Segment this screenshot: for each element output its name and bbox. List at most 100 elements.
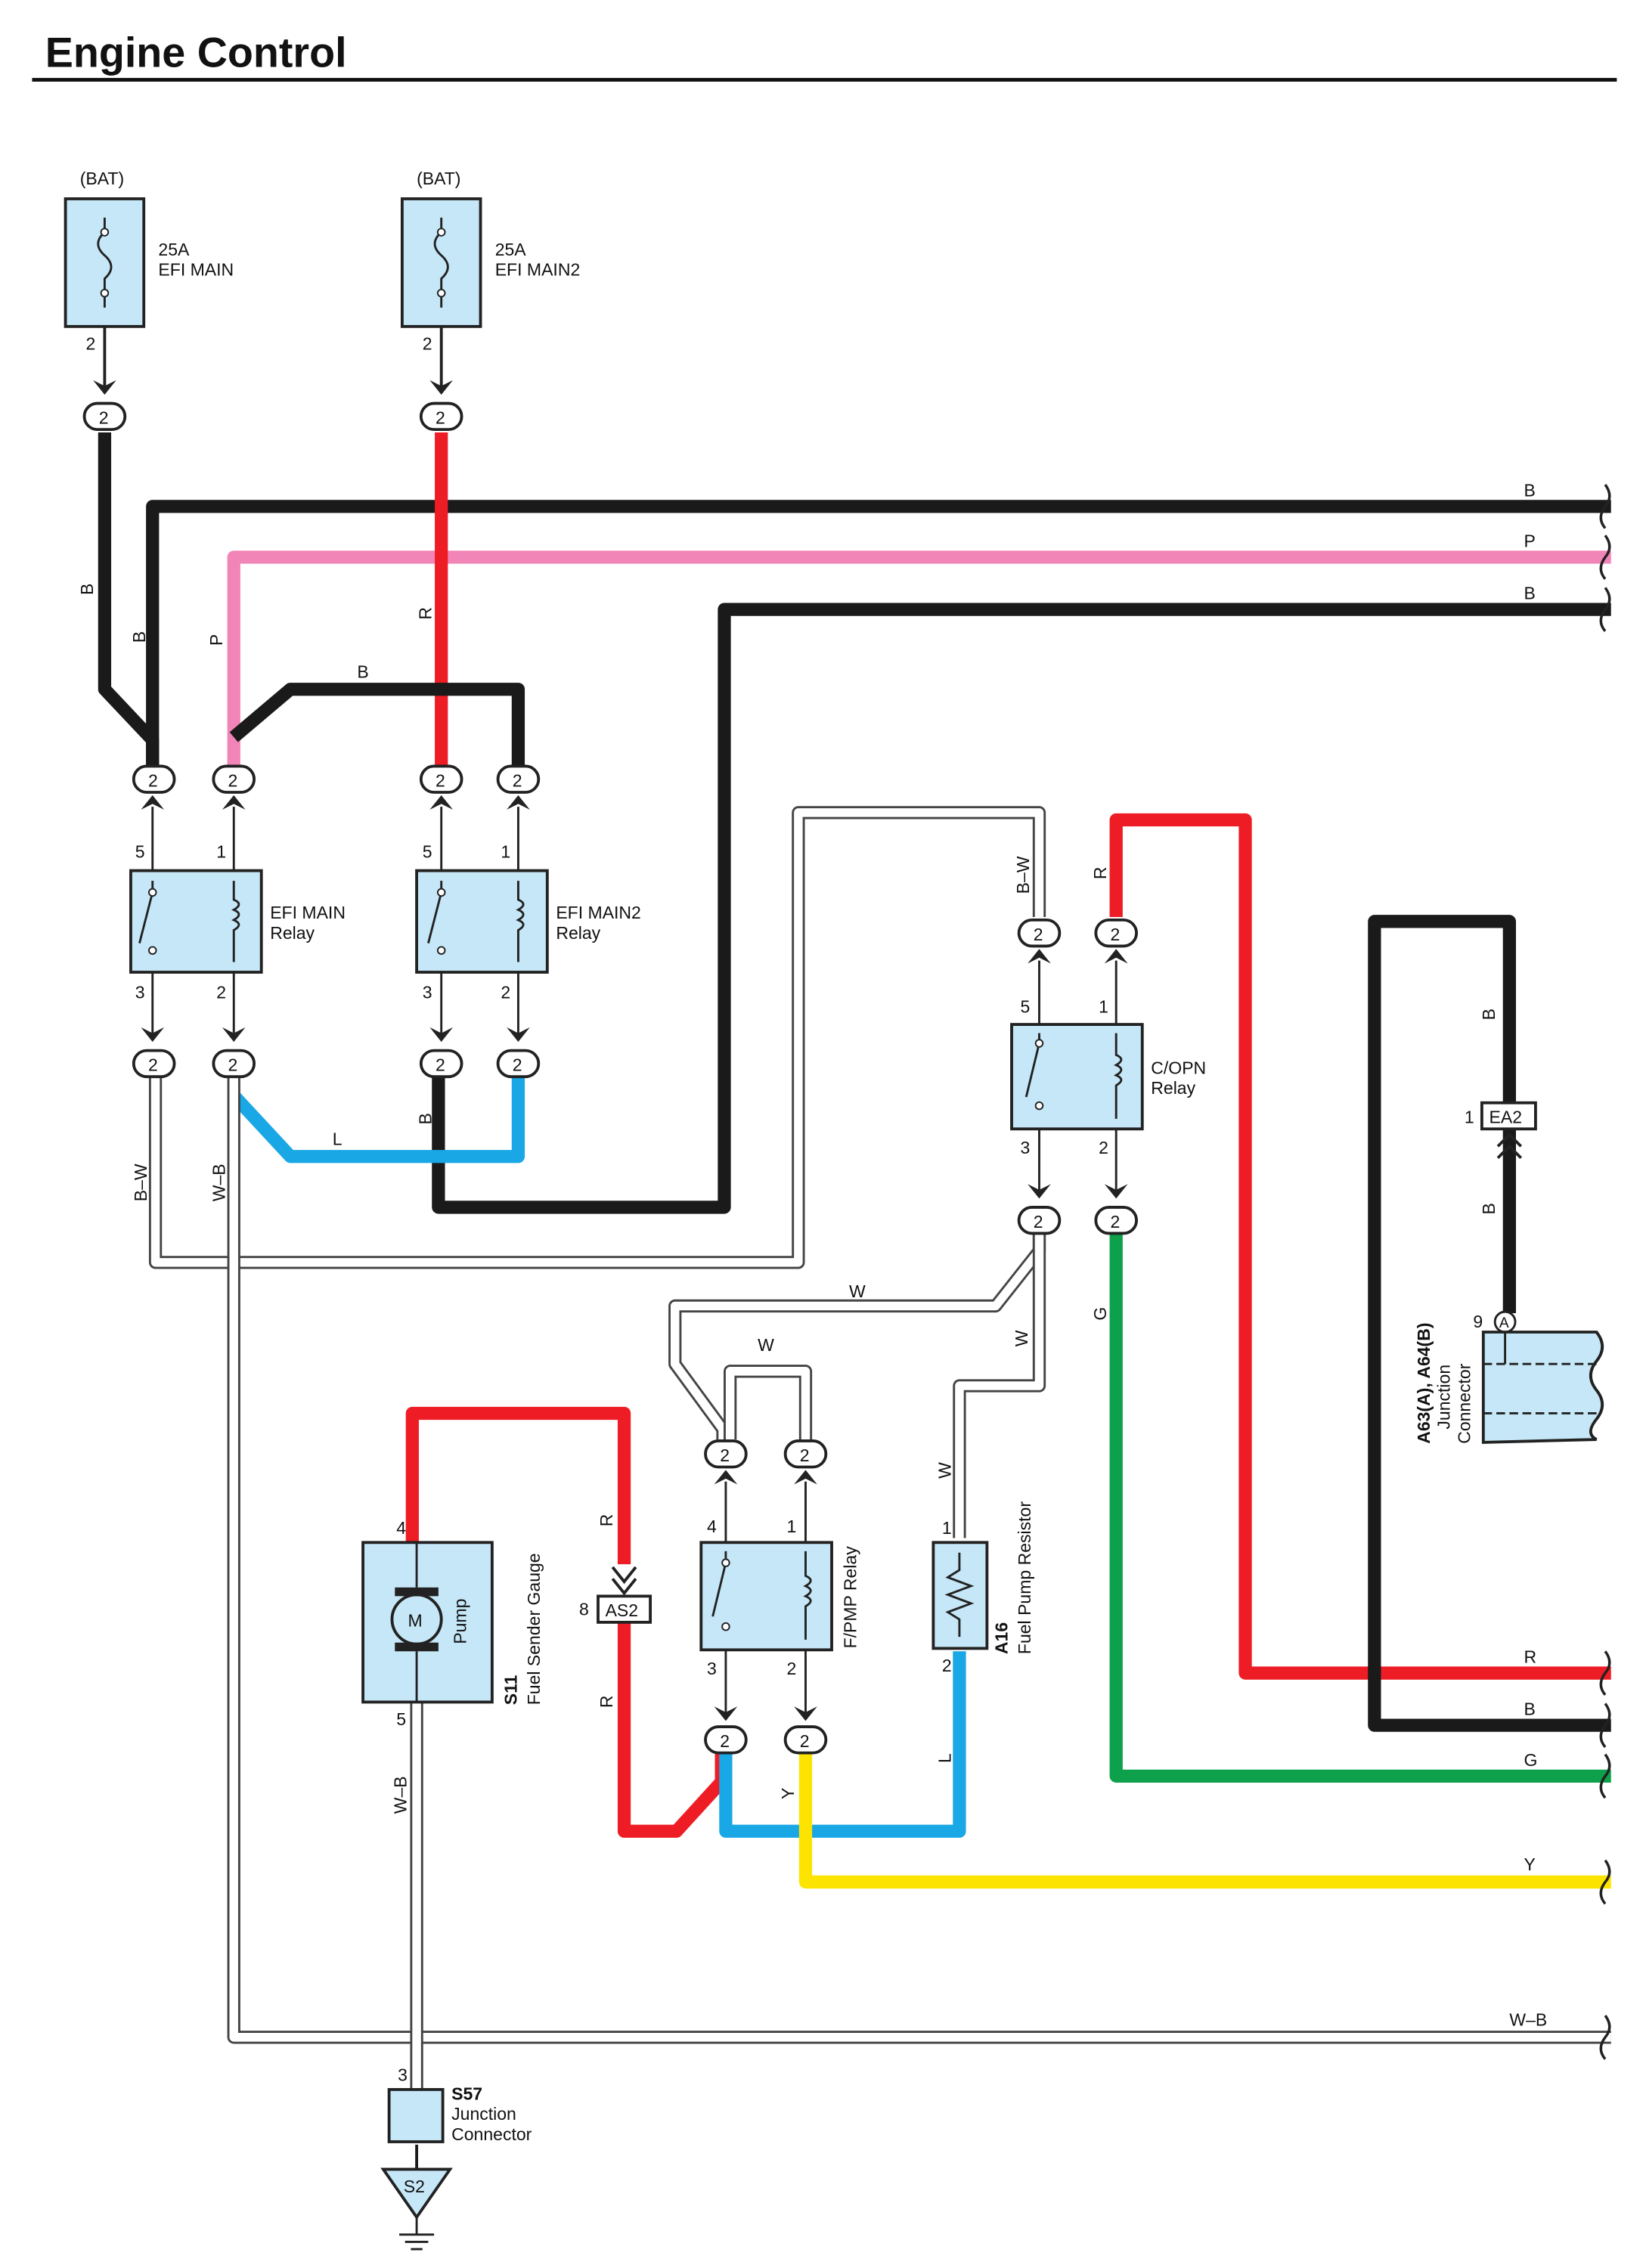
fuse-name: EFI MAIN2 [495,260,581,280]
pump-inner-label: Pump [450,1599,470,1644]
connector-number: 2 [436,407,445,427]
wire-label-y: Y [1524,1854,1536,1874]
ground-icon [380,2167,453,2220]
wire-label-b: B [357,662,368,681]
wire-label-b: B [1524,480,1536,500]
relay-pin: 3 [423,983,432,1002]
relay-pin: 5 [135,841,145,861]
connector-number: 2 [148,1055,158,1075]
relay-pin: 4 [707,1517,717,1536]
relay-name: EFI MAIN [270,903,346,922]
resistor-icon [944,1552,975,1637]
wire-label-r: R [597,1695,616,1708]
wire-label-p: P [1524,531,1536,551]
relay-name: Relay [270,923,315,943]
wire-r-pump-as2 [405,1406,631,1565]
wire-label-r: R [415,607,435,620]
relay-pin: 2 [501,983,510,1002]
wire-w-copn-to-resistor-inner [955,1230,1044,1538]
wire-label-bw: B–W [1013,856,1033,894]
connector-number: 2 [720,1445,730,1465]
junction-name: Connector [1455,1363,1474,1444]
wire-label-w: W [935,1462,954,1479]
ground-s2: S2 [380,2167,453,2251]
relay-coil-icon [1113,1033,1123,1119]
relay-pin: 5 [423,841,432,861]
wire-label-g: G [1090,1307,1110,1321]
fuse-pin: 2 [85,334,95,354]
wire-b-efi-fuse [98,432,160,767]
connector-number: 2 [513,1055,522,1075]
wire-label-wb: W–B [1509,2009,1547,2029]
relay-pin: 2 [787,1659,797,1678]
wire-wb-inner [229,1074,1611,2042]
wire-label-p: P [206,634,226,646]
fuse-rating: 25A [495,240,527,259]
connector-number: 2 [228,1055,238,1075]
wire-r-as2-fpmp [617,1622,728,1838]
connector-number: 2 [99,407,109,427]
relay-pin: 5 [1021,997,1031,1017]
fuse-icon [433,217,449,308]
fuse-icon [97,217,113,308]
junction-name: Junction [1434,1365,1454,1430]
connector-number: 2 [228,770,238,790]
relay-name: EFI MAIN2 [556,903,641,922]
junction-connector-a63: 9 A A63(A), A64(B) Junction Connector [1414,1310,1604,1444]
wire-label-b: B [1524,1699,1536,1719]
wire-label-r: R [597,1514,616,1527]
wire-g-copn [1109,1230,1611,1783]
relay-pin: 3 [1021,1138,1031,1157]
relay-pin: 3 [135,983,145,1002]
wire-label-b: B [1524,584,1536,603]
wire-w-fpmp-loop [724,1365,813,1440]
wire-label-r: R [1524,1647,1537,1667]
wire-label-b: B [1479,1203,1499,1214]
resistor-name: Fuel Pump Resistor [1015,1501,1034,1654]
relay-coil-icon [803,1551,812,1640]
as2-label: AS2 [606,1600,639,1620]
connector-number: 2 [513,770,522,790]
fuse-efi-main2: (BAT) 25A EFI MAIN2 2 2 [400,169,581,432]
relay-pin: 3 [707,1659,717,1678]
relay-pin: 1 [787,1517,797,1536]
wire-l-fpmp-resistor [719,1651,966,1838]
wires [98,432,1611,2170]
relay-pin: 2 [1099,1138,1108,1157]
fuel-pump-resistor: 1 A16 Fuel Pump Resistor 2 [931,1501,1034,1675]
wire-label-b: B [1479,1009,1499,1020]
connector-number: 2 [436,770,445,790]
resistor-code: A16 [991,1622,1011,1654]
wire-label-y: Y [778,1788,798,1799]
wire-bw-inner [150,808,1044,1267]
wire-p-bus [227,550,1611,767]
relay-efi-main2: 2 2 5 1 EFI MAIN2 Relay 3 2 2 2 [415,764,641,1079]
wire-label-g: G [1524,1750,1538,1770]
relay-name: C/OPN [1151,1058,1206,1077]
wire-break-marks [1599,484,1611,2060]
page-title: Engine Control [45,29,347,76]
connector-number: 2 [1111,925,1121,944]
relay-pin: 2 [216,983,226,1002]
connector-number: 2 [720,1731,730,1751]
wire-label-b: B [129,631,149,643]
junction-pin: 9 [1473,1312,1483,1331]
wire-label-l: L [333,1129,343,1148]
junction-code: A63(A), A64(B) [1414,1323,1434,1444]
wire-label-wb: W–B [391,1776,411,1814]
wire-l-relays [228,1074,525,1163]
wire-label-b: B [77,584,97,595]
relay-copn: 2 2 5 1 C/OPN Relay 3 2 2 2 [1010,918,1206,1235]
fuse-source: (BAT) [417,169,460,188]
wire-label-w: W [849,1281,866,1301]
connector-ea2: 1 EA2 [1465,1101,1537,1160]
junction-pin: 3 [398,2065,408,2084]
connector-number: 2 [800,1731,810,1751]
wire-y [798,1752,1611,1889]
wire-label-wb: W–B [209,1163,229,1201]
connector-number: 2 [148,770,158,790]
junction-connector-s57: 3 S57 Junction Connector [387,2065,532,2144]
relay-pin: 1 [216,841,226,861]
junction-pin-letter: A [1499,1315,1509,1331]
connector-as2: 8 AS2 [579,1566,653,1624]
